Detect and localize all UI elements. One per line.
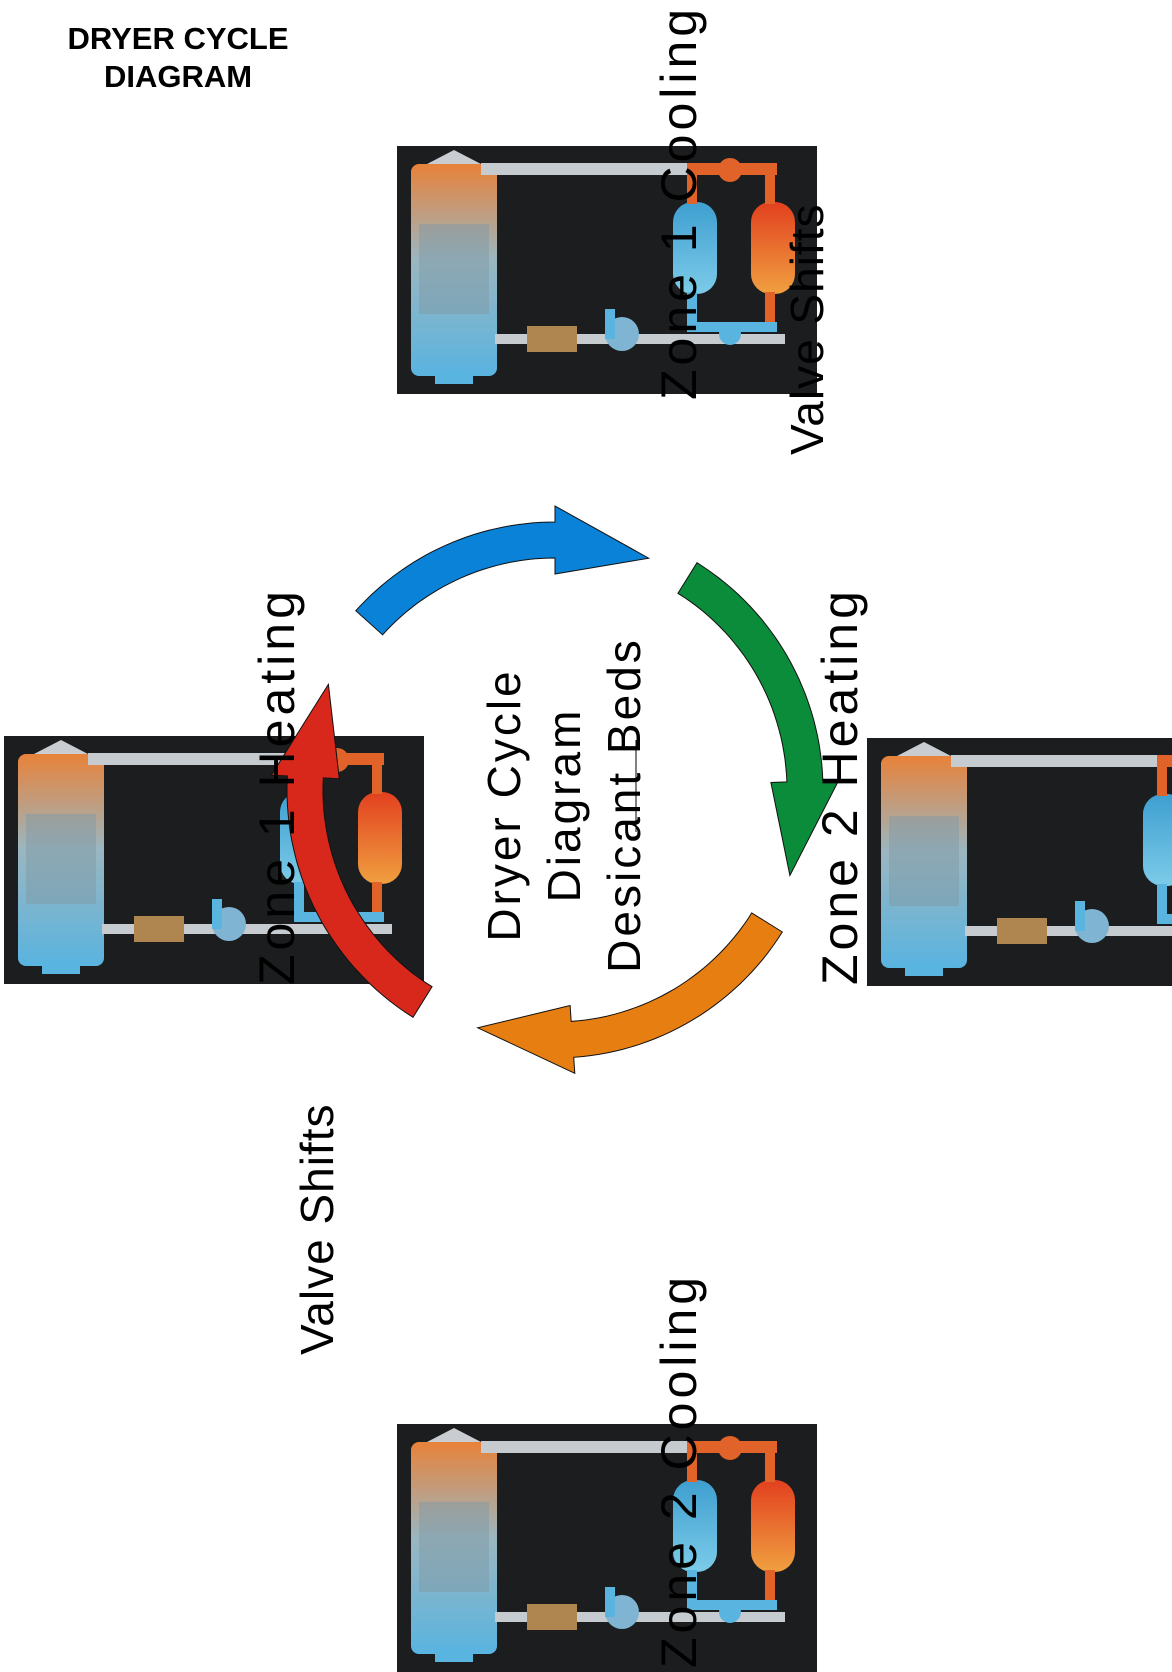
title-line-2: DIAGRAM <box>103 59 253 94</box>
zone2-cooling-label: Zone 2 Cooling <box>651 1272 707 1668</box>
zone1-heating-label: Zone 1 Heating <box>249 587 305 985</box>
center-text: Dryer Cycle Diagram Desicant Beds <box>474 625 654 985</box>
red-arrow <box>270 682 433 1018</box>
center-line-3: Desicant Beds <box>598 637 650 973</box>
orange-arrow <box>476 912 783 1075</box>
center-line-2: Diagram <box>538 707 590 903</box>
valve-shifts-label-top: Valve Shifts <box>781 203 833 455</box>
dryer-panel-zone1-cooling <box>397 146 817 394</box>
title-line-1: DRYER CYCLE <box>67 21 289 56</box>
zone2-heating-label: Zone 2 Heating <box>812 587 868 985</box>
valve-shifts-label-bottom: Valve Shifts <box>291 1103 343 1355</box>
dryer-panel-zone2-cooling <box>397 1424 817 1672</box>
blue-arrow <box>355 505 651 636</box>
zone1-cooling-label: Zone 1 Cooling <box>651 4 707 400</box>
page-title: DRYER CYCLE DIAGRAM <box>28 20 328 96</box>
green-arrow <box>677 562 840 877</box>
center-line-1: Dryer Cycle <box>478 668 530 942</box>
dryer-panel-zone2-heating <box>867 738 1172 986</box>
